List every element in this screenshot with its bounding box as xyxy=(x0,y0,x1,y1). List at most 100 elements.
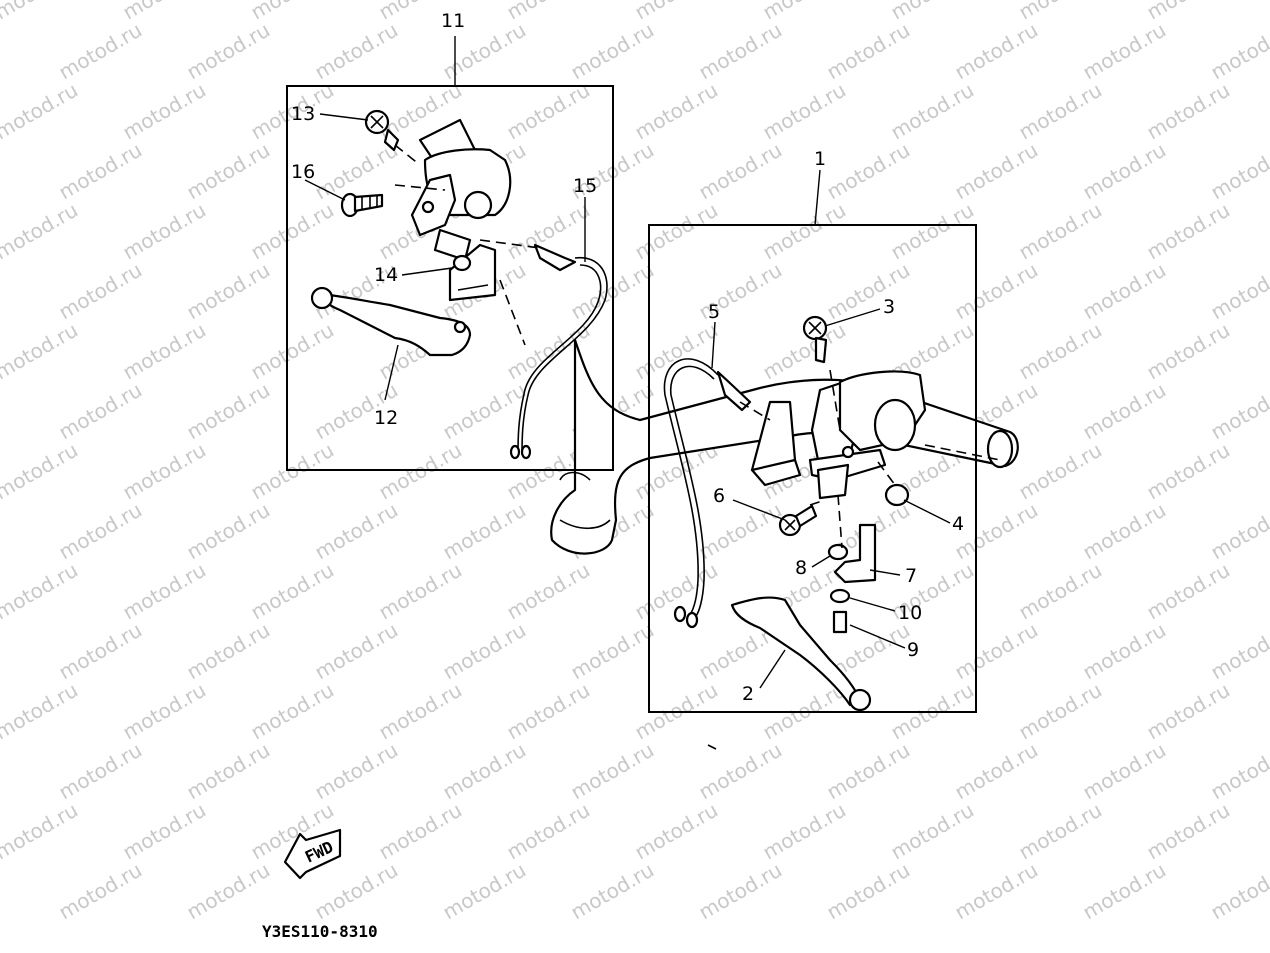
watermark-text: motod.ru xyxy=(503,558,594,625)
watermark-text: motod.ru xyxy=(119,198,210,265)
callout-2: 2 xyxy=(742,683,754,705)
watermark-text: motod.ru xyxy=(695,858,786,925)
watermark-text: motod.ru xyxy=(567,18,658,85)
right-collar-8 xyxy=(827,543,849,561)
watermark-text: motod.ru xyxy=(119,678,210,745)
watermark-text: motod.ru xyxy=(55,258,146,325)
watermark-text: motod.ru xyxy=(887,198,978,265)
callout-4: 4 xyxy=(952,513,964,535)
watermark-text: motod.ru xyxy=(887,798,978,865)
watermark-text: motod.ru xyxy=(375,798,466,865)
watermark-text: motod.ru xyxy=(1015,198,1106,265)
diagram-code: Y3ES110-8310 xyxy=(262,922,378,941)
callout-9: 9 xyxy=(907,639,919,661)
watermark-text: motod.ru xyxy=(1079,18,1170,85)
watermark-text: motod.ru xyxy=(0,198,82,265)
watermark-text: motod.ru xyxy=(631,78,722,145)
watermark-text: motod.ru xyxy=(951,618,1042,685)
watermark-text: motod.ru xyxy=(1015,438,1106,505)
watermark-text: motod.ru xyxy=(55,498,146,565)
watermark-text: motod.ru xyxy=(1143,318,1234,385)
watermark-text: motod.ru xyxy=(823,138,914,205)
watermark-text: motod.ru xyxy=(119,78,210,145)
watermark-text: motod.ru xyxy=(631,198,722,265)
watermark-text: motod.ru xyxy=(503,678,594,745)
left-screw-13 xyxy=(364,109,400,152)
watermark-text: motod.ru xyxy=(1207,498,1270,565)
watermark-text: motod.ru xyxy=(439,378,530,445)
callout-12: 12 xyxy=(374,407,398,429)
watermark-text: motod.ru xyxy=(439,498,530,565)
left-lever-assembly-frame xyxy=(286,85,614,471)
left-switch-cable-15 xyxy=(509,243,608,460)
watermark-text: motod.ru xyxy=(247,558,338,625)
watermark-text: motod.ru xyxy=(439,738,530,805)
watermark-text: motod.ru xyxy=(55,18,146,85)
watermark-text: motod.ru xyxy=(311,738,402,805)
watermark-text: motod.ru xyxy=(823,18,914,85)
right-screw-6 xyxy=(778,504,818,537)
watermark-text: motod.ru xyxy=(1143,438,1234,505)
watermark-text: motod.ru xyxy=(1079,258,1170,325)
watermark-text: motod.ru xyxy=(951,858,1042,925)
watermark-text: motod.ru xyxy=(759,78,850,145)
right-assembly-line-b xyxy=(829,369,841,431)
watermark-text: motod.ru xyxy=(759,198,850,265)
watermark-text: motod.ru xyxy=(695,738,786,805)
watermark-text: motod.ru xyxy=(695,18,786,85)
watermark-text: motod.ru xyxy=(247,438,338,505)
watermark-text: motod.ru xyxy=(0,678,82,745)
left-switch-holder xyxy=(410,118,512,302)
watermark-text: motod.ru xyxy=(1079,498,1170,565)
right-cap-4 xyxy=(884,483,910,507)
callout-10: 10 xyxy=(898,602,922,624)
watermark-text: motod.ru xyxy=(1143,558,1234,625)
watermark-text: motod.ru xyxy=(311,18,402,85)
callout-1: 1 xyxy=(814,148,826,170)
watermark-text: motod.ru xyxy=(1207,18,1270,85)
watermark-text: motod.ru xyxy=(55,858,146,925)
right-clamp xyxy=(750,400,802,487)
callout-8: 8 xyxy=(795,557,807,579)
watermark-text: motod.ru xyxy=(1015,558,1106,625)
watermark-text: motod.ru xyxy=(247,318,338,385)
watermark-text: motod.ru xyxy=(1015,318,1106,385)
watermark-text: motod.ru xyxy=(823,258,914,325)
watermark-text: motod.ru xyxy=(375,558,466,625)
left-lever xyxy=(310,286,472,357)
watermark-text: motod.ru xyxy=(0,318,82,385)
watermark-text: motod.ru xyxy=(119,558,210,625)
watermark-text: motod.ru xyxy=(119,318,210,385)
right-assembly-line-f xyxy=(809,499,826,506)
watermark-text: motod.ru xyxy=(631,798,722,865)
watermark-text: motod.ru xyxy=(567,618,658,685)
watermark-text: motod.ru xyxy=(823,858,914,925)
left-screw-16 xyxy=(340,192,384,218)
right-lever-2 xyxy=(730,596,872,712)
stray-mark xyxy=(707,744,717,750)
watermark-text: motod.ru xyxy=(1015,798,1106,865)
left-assembly-line-a xyxy=(394,184,446,191)
watermark-text: motod.ru xyxy=(1079,858,1170,925)
watermark-text: motod.ru xyxy=(759,798,850,865)
watermark-text: motod.ru xyxy=(183,378,274,445)
watermark-text: motod.ru xyxy=(183,618,274,685)
callout-7: 7 xyxy=(905,565,917,587)
watermark-text: motod.ru xyxy=(1207,138,1270,205)
right-assembly-line-a xyxy=(739,401,771,421)
watermark-text: motod.ru xyxy=(695,498,786,565)
watermark-text: motod.ru xyxy=(1079,378,1170,445)
watermark-text: motod.ru xyxy=(887,78,978,145)
watermark-text: motod.ru xyxy=(1079,738,1170,805)
right-assembly-line-c xyxy=(924,444,1001,461)
watermark-text: motod.ru xyxy=(1015,78,1106,145)
watermark-text: motod.ru xyxy=(503,798,594,865)
callout-13: 13 xyxy=(291,103,315,125)
right-washer-10 xyxy=(829,588,851,604)
watermark-text: motod.ru xyxy=(823,738,914,805)
watermark-text: motod.ru xyxy=(183,498,274,565)
watermark-text: motod.ru xyxy=(951,498,1042,565)
watermark-text: motod.ru xyxy=(55,618,146,685)
watermark-text: motod.ru xyxy=(183,858,274,925)
